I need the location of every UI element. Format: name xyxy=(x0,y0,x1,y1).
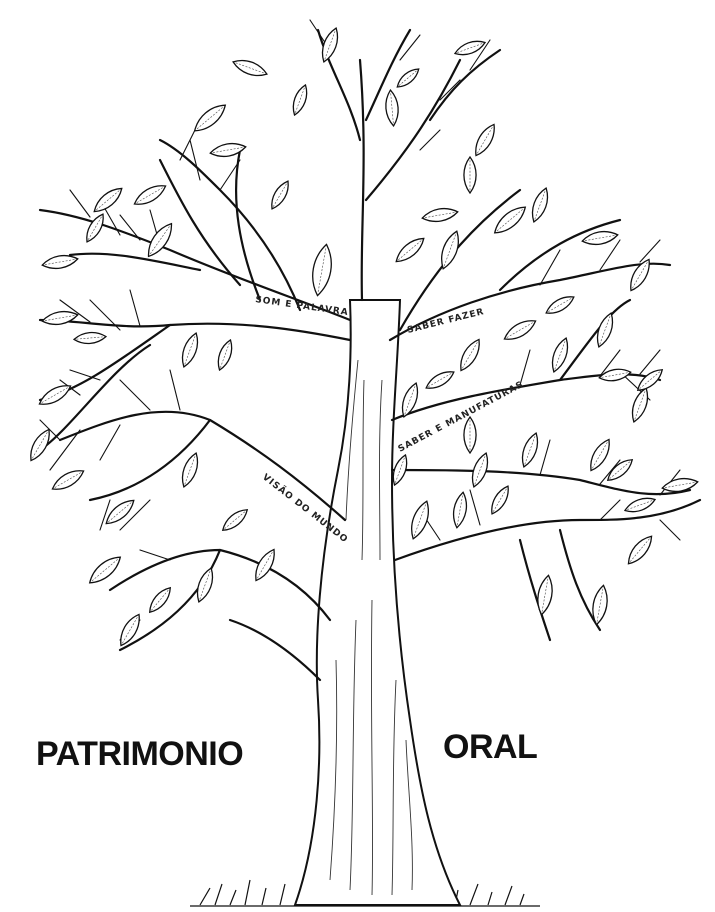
leaf-icon xyxy=(628,386,652,424)
leaf-icon xyxy=(309,243,335,297)
leaf-icon xyxy=(251,546,280,583)
leaf-icon xyxy=(535,574,555,616)
leaf-icon xyxy=(178,451,202,489)
leaf-icon xyxy=(193,566,217,604)
leaf-icon xyxy=(90,184,125,216)
title-oral: ORAL xyxy=(443,728,537,766)
leaf-icon xyxy=(456,336,485,373)
leaf-icon xyxy=(219,506,250,535)
leaf-icon xyxy=(598,367,631,383)
leaf-icon xyxy=(451,491,469,529)
leaf-icon xyxy=(623,494,657,515)
leaf-icon xyxy=(392,234,427,266)
leaf-icon xyxy=(267,178,292,211)
leaf-icon xyxy=(231,56,269,80)
leaf-icon xyxy=(74,331,107,345)
leaf-icon xyxy=(116,611,145,648)
leaf-icon xyxy=(102,496,137,528)
leaf-icon xyxy=(131,181,168,210)
leaf-icon xyxy=(586,436,615,473)
leaf-icon xyxy=(518,431,542,469)
tree-trunk xyxy=(295,300,460,905)
leaf-icon xyxy=(41,309,79,327)
leaf-icon xyxy=(26,426,55,463)
leaf-icon xyxy=(384,90,399,127)
leaf-icon xyxy=(143,220,177,261)
leaf-icon xyxy=(209,141,247,159)
leaf-icon xyxy=(178,331,202,369)
leaf-icon xyxy=(318,26,342,64)
leaf-icon xyxy=(471,121,500,158)
leaf-icon xyxy=(190,100,229,136)
title-patrimonio: PATRIMONIO xyxy=(36,735,243,773)
leaf-icon xyxy=(453,37,487,58)
leaf-icon xyxy=(543,292,576,317)
leaf-icon xyxy=(501,316,538,345)
leaf-icon xyxy=(394,65,422,90)
leaf-icon xyxy=(464,417,476,453)
leaf-icon xyxy=(407,499,433,541)
branch-label-som-palavra: SOM E PALAVRA xyxy=(255,295,350,318)
leaf-icon xyxy=(661,476,699,494)
leaf-icon xyxy=(49,466,86,495)
leaf-icon xyxy=(214,338,235,372)
leaf-icon xyxy=(528,186,552,224)
leaf-icon xyxy=(421,206,459,224)
leaf-icon xyxy=(624,532,656,567)
leaf-icon xyxy=(82,211,107,244)
leaf-icon xyxy=(85,552,124,588)
leaf-icon xyxy=(289,83,310,117)
leaf-icon xyxy=(146,584,175,615)
leaf-icon xyxy=(464,157,476,193)
leaf-icon xyxy=(487,483,512,516)
leaf-icon xyxy=(437,229,463,271)
leaf-icon xyxy=(423,367,456,392)
leaf-icon xyxy=(36,381,73,410)
leaf-icon xyxy=(490,202,529,238)
